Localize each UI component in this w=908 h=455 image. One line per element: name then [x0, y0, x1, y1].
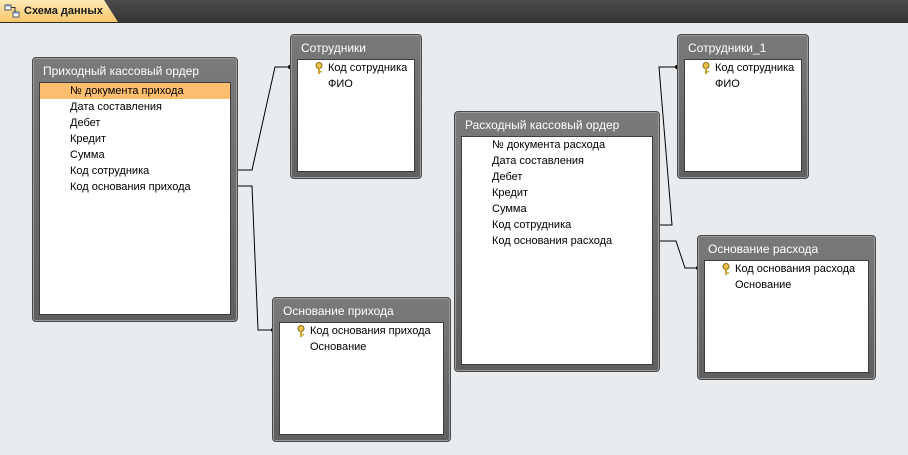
primary-key-icon — [315, 62, 323, 74]
table-rashodny-order[interactable]: Расходный кассовый ордер № документа рас… — [454, 111, 660, 372]
field-row[interactable]: ФИО — [715, 78, 740, 90]
field-list[interactable]: Код сотрудника ФИО — [297, 59, 415, 172]
field-row-primary-key[interactable]: Код сотрудника — [685, 60, 801, 76]
primary-key-icon — [702, 62, 710, 74]
field-row[interactable]: Код основания прихода — [70, 181, 191, 193]
field-row[interactable]: Сумма — [70, 149, 105, 161]
field-row[interactable]: Код сотрудника — [492, 219, 572, 231]
field-row[interactable]: ФИО — [328, 78, 353, 90]
relationships-icon — [4, 4, 20, 18]
field-row[interactable]: Код основания расхода — [492, 235, 613, 247]
field-row[interactable]: Дебет — [70, 117, 101, 129]
field-list[interactable]: Код основания прихода Основание — [279, 322, 444, 435]
field-row[interactable]: Сумма — [492, 203, 527, 215]
table-title[interactable]: Основание расхода — [708, 242, 819, 256]
tab-relationships[interactable]: Схема данных — [0, 0, 118, 22]
table-title[interactable]: Основание прихода — [283, 304, 394, 318]
field-list[interactable]: № документа прихода Дата составления Деб… — [39, 82, 231, 315]
table-osnovanie-prihoda[interactable]: Основание прихода Код основания прихода … — [272, 297, 451, 442]
table-sotrudniki[interactable]: Сотрудники Код сотрудника ФИО — [290, 34, 422, 179]
table-sotrudniki-1[interactable]: Сотрудники_1 Код сотрудника ФИО — [677, 34, 809, 179]
primary-key-icon — [297, 325, 305, 337]
field-list[interactable]: Код основания расхода Основание — [704, 260, 869, 373]
field-row[interactable]: Дата составления — [492, 155, 584, 167]
field-row[interactable]: Основание — [310, 341, 367, 353]
table-osnovanie-rashoda[interactable]: Основание расхода Код основания расхода … — [697, 235, 876, 380]
field-row-primary-key[interactable]: Код основания прихода — [280, 323, 443, 339]
field-row[interactable]: Код сотрудника — [70, 165, 150, 177]
field-list[interactable]: Код сотрудника ФИО — [684, 59, 802, 172]
primary-key-icon — [722, 263, 730, 275]
table-title[interactable]: Сотрудники_1 — [688, 41, 767, 55]
table-title[interactable]: Приходный кассовый ордер — [43, 64, 200, 78]
tab-label: Схема данных — [24, 5, 103, 17]
document-tab-bar: Схема данных — [0, 0, 908, 23]
relationship-rashod-osnovanie[interactable] — [655, 238, 701, 271]
relationship-prihod-sotrudniki[interactable] — [233, 64, 293, 173]
table-title[interactable]: Сотрудники — [301, 41, 366, 55]
field-row[interactable]: Дата составления — [70, 101, 162, 113]
table-title[interactable]: Расходный кассовый ордер — [465, 118, 620, 132]
field-row[interactable]: Кредит — [492, 187, 529, 199]
relationship-prihod-osnovanie[interactable] — [233, 183, 276, 333]
field-row-primary-key[interactable]: Код основания расхода — [705, 261, 868, 277]
table-prihodny-order[interactable]: Приходный кассовый ордер № документа при… — [32, 57, 238, 322]
field-row[interactable]: Кредит — [70, 133, 107, 145]
field-row[interactable]: Основание — [735, 279, 792, 291]
field-row[interactable]: № документа расхода — [492, 139, 606, 151]
field-row[interactable]: Дебет — [492, 171, 523, 183]
field-row-primary-key[interactable]: Код сотрудника — [298, 60, 414, 76]
field-row-selected[interactable]: № документа прихода — [40, 83, 230, 99]
field-list[interactable]: № документа расхода Дата составления Деб… — [461, 136, 653, 365]
